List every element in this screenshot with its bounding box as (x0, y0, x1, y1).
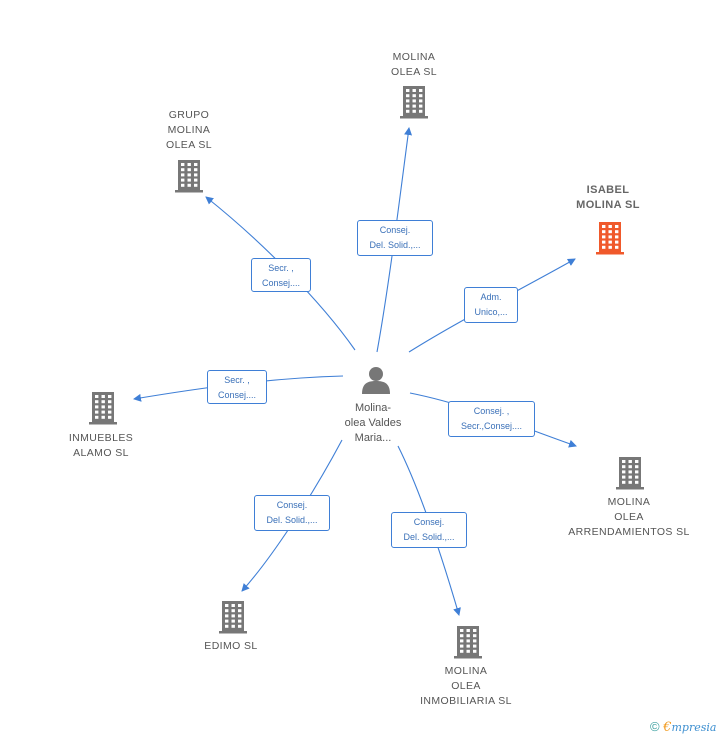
role-badge-molina-olea-inmobiliaria-sl[interactable]: Consej. Del. Solid.,... (391, 512, 467, 548)
building-icon[interactable] (596, 222, 624, 255)
company-name-line: ISABEL (586, 184, 630, 196)
role-text-line: Consej.... (217, 390, 257, 400)
role-text-line: Unico,... (474, 307, 508, 317)
role-text-line: Secr. , (224, 375, 250, 385)
center-person-label[interactable]: Molina- olea Valdes Maria... (344, 402, 402, 444)
role-text-line: Del. Solid.,... (403, 532, 455, 542)
role-text-line: Secr. , (268, 263, 294, 273)
role-text-line: Consej.... (261, 278, 301, 288)
company-name-line: OLEA SL (391, 66, 437, 78)
company-name-line: GRUPO (168, 109, 210, 121)
role-badge-isabel-molina-sl[interactable]: Adm. Unico,... (464, 287, 518, 323)
company-label-molina-olea-inmobiliaria-sl[interactable]: MOLINA OLEA INMOBILIARIA SL (396, 664, 536, 709)
company-name-line: OLEA (451, 680, 481, 692)
company-label-molina-olea-arrendamientos-sl[interactable]: MOLINA OLEA ARRENDAMIENTOS SL (559, 495, 699, 540)
building-icon[interactable] (400, 86, 428, 119)
role-text-line: Consej. (379, 225, 411, 235)
company-name-line: MOLINA (607, 496, 651, 508)
company-name-line: MOLINA (392, 51, 436, 63)
building-icon[interactable] (89, 392, 117, 425)
building-icon[interactable] (454, 626, 482, 659)
role-badge-molina-olea-arrendamientos-sl[interactable]: Consej. , Secr.,Consej.... (448, 401, 535, 437)
role-badge-grupo-molina-olea-sl[interactable]: Secr. , Consej.... (251, 258, 311, 292)
role-text-line: Adm. (480, 292, 502, 302)
role-badge-inmuebles-alamo-sl[interactable]: Secr. , Consej.... (207, 370, 267, 404)
company-name-line: INMOBILIARIA SL (420, 695, 512, 707)
company-label-edimo-sl[interactable]: EDIMO SL (161, 639, 301, 654)
copyright-icon: © (650, 719, 660, 734)
company-label-grupo-molina-olea-sl[interactable]: GRUPO MOLINA OLEA SL (119, 108, 259, 153)
company-name-line: MOLINA SL (576, 199, 640, 211)
company-label-isabel-molina-sl[interactable]: ISABEL MOLINA SL (538, 183, 678, 213)
company-name-line: OLEA (614, 511, 644, 523)
role-text-line: Del. Solid.,... (266, 515, 318, 525)
company-name-line: INMUEBLES (68, 432, 134, 444)
role-badge-edimo-sl[interactable]: Consej. Del. Solid.,... (254, 495, 330, 531)
person-icon[interactable] (362, 367, 390, 394)
building-icon[interactable] (219, 601, 247, 634)
role-text-line: Del. Solid.,... (369, 240, 421, 250)
company-name-line: MOLINA (167, 124, 211, 136)
role-badge-molina-olea-sl[interactable]: Consej. Del. Solid.,... (357, 220, 433, 256)
company-name-line: ALAMO SL (73, 447, 129, 459)
company-name-line: ARRENDAMIENTOS SL (568, 526, 690, 538)
building-icon[interactable] (175, 160, 203, 193)
company-label-inmuebles-alamo-sl[interactable]: INMUEBLES ALAMO SL (31, 431, 171, 461)
building-icon[interactable] (616, 457, 644, 490)
role-text-line: Secr.,Consej.... (460, 421, 523, 431)
role-text-line: Consej. , (473, 406, 510, 416)
company-label-molina-olea-sl[interactable]: MOLINA OLEA SL (344, 50, 484, 80)
role-text-line: Consej. (276, 500, 308, 510)
empresia-logo-text: mpresia (671, 721, 717, 734)
brand-footer: © €mpresia (650, 719, 716, 735)
role-text-line: Consej. (413, 517, 445, 527)
company-name-line: MOLINA (444, 665, 488, 677)
company-name-line: EDIMO SL (204, 640, 258, 652)
empresia-logo-initial: € (663, 720, 672, 735)
company-name-line: OLEA SL (166, 139, 212, 151)
